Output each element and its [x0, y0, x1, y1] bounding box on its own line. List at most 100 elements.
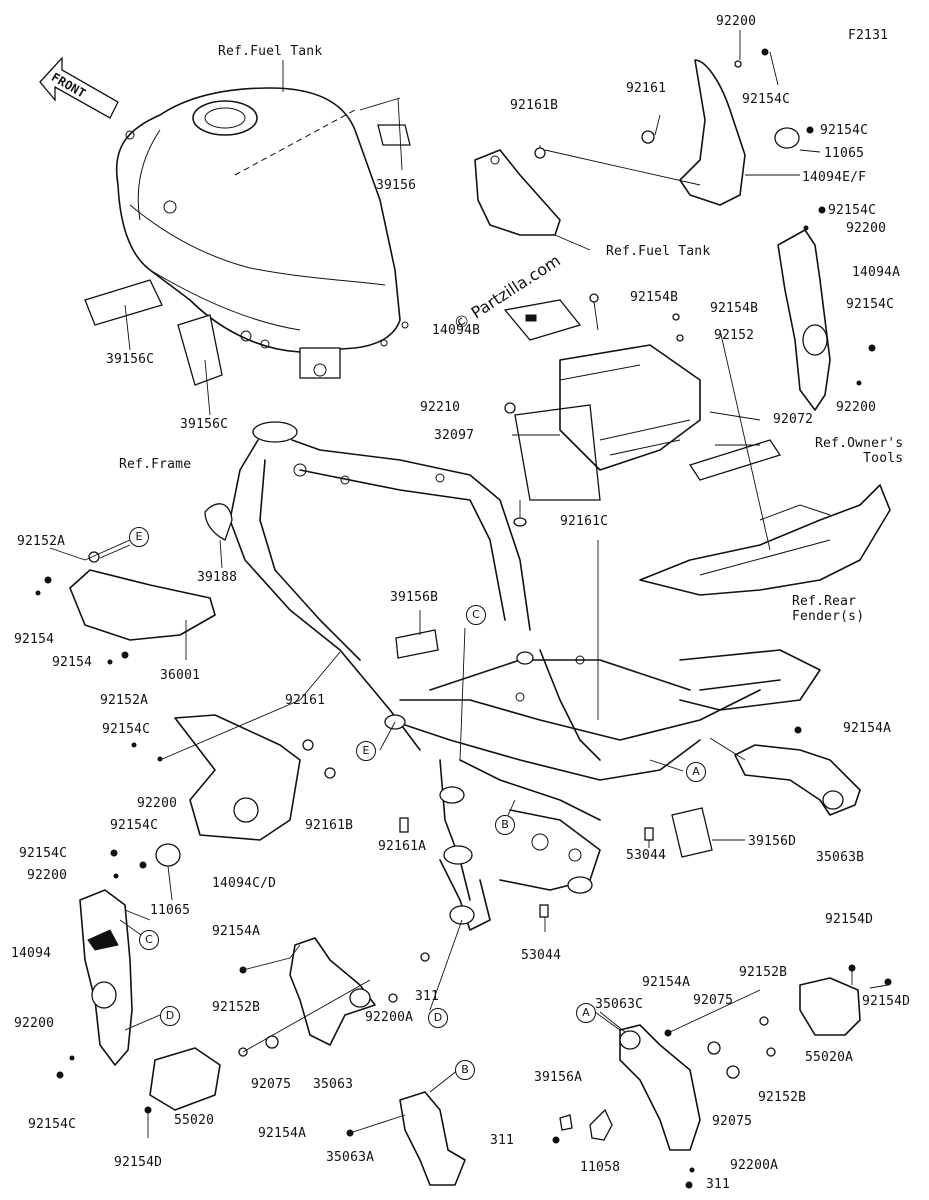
part-92154C[interactable]: 92154C	[846, 297, 895, 312]
part-92161A[interactable]: 92161A	[378, 839, 427, 854]
part-39188[interactable]: 39188	[197, 570, 238, 585]
part-14094EF[interactable]: 14094E/F	[802, 170, 867, 185]
part-92154[interactable]: 92154	[14, 632, 55, 647]
footpeg-bracket-35063	[289, 937, 376, 1046]
part-14094[interactable]: 14094	[11, 946, 52, 961]
part-92161B[interactable]: 92161B	[305, 818, 354, 833]
part-35063B[interactable]: 35063B	[816, 850, 865, 865]
part-53044[interactable]: 53044	[521, 948, 562, 963]
pad-39156C-upper	[84, 279, 163, 326]
cover-14094	[79, 889, 133, 1066]
part-11065[interactable]: 11065	[150, 903, 191, 918]
part-92075[interactable]: 92075	[251, 1077, 292, 1092]
ref-fuel-tank-cover: Ref.Fuel Tank	[606, 244, 711, 259]
part-92075[interactable]: 92075	[712, 1114, 753, 1129]
cover-14094EF	[679, 59, 746, 206]
part-35063A[interactable]: 35063A	[326, 1150, 375, 1165]
bushing-53044-upper	[644, 827, 654, 841]
part-92154A[interactable]: 92154A	[212, 924, 261, 939]
part-39156C[interactable]: 39156C	[180, 417, 229, 432]
part-92154D[interactable]: 92154D	[825, 912, 874, 927]
owners-tools	[688, 439, 782, 481]
part-11058[interactable]: 11058	[580, 1160, 621, 1175]
part-92161[interactable]: 92161	[285, 693, 326, 708]
part-92152B[interactable]: 92152B	[739, 965, 788, 980]
part-311[interactable]: 311	[415, 989, 440, 1004]
part-92154C[interactable]: 92154C	[19, 846, 68, 861]
part-92154A[interactable]: 92154A	[642, 975, 691, 990]
ref-rear-fender: Ref.Rear Fender(s)	[792, 594, 865, 624]
part-311[interactable]: 311	[706, 1177, 731, 1192]
part-92200[interactable]: 92200	[137, 796, 178, 811]
part-92154C[interactable]: 92154C	[102, 722, 151, 737]
part-92152B[interactable]: 92152B	[758, 1090, 807, 1105]
part-92161C[interactable]: 92161C	[560, 514, 609, 529]
part-92200[interactable]: 92200	[846, 221, 887, 236]
part-35063[interactable]: 35063	[313, 1077, 354, 1092]
part-11065[interactable]: 11065	[824, 146, 865, 161]
part-39156D[interactable]: 39156D	[748, 834, 797, 849]
part-39156B[interactable]: 39156B	[390, 590, 439, 605]
part-92154C[interactable]: 92154C	[28, 1117, 77, 1132]
part-14094B[interactable]: 14094B	[432, 323, 481, 338]
figure-id: F2131	[848, 28, 889, 43]
part-36001[interactable]: 36001	[160, 668, 201, 683]
footrest-55020A	[799, 977, 861, 1036]
part-92200A[interactable]: 92200A	[365, 1010, 414, 1025]
part-92152A[interactable]: 92152A	[17, 534, 66, 549]
part-39156A[interactable]: 39156A	[534, 1070, 583, 1085]
part-92154C[interactable]: 92154C	[110, 818, 159, 833]
part-92154D[interactable]: 92154D	[862, 994, 911, 1009]
pad-39156	[377, 124, 411, 146]
pad-39156B	[395, 629, 439, 659]
part-32097[interactable]: 32097	[434, 428, 475, 443]
part-92154C[interactable]: 92154C	[828, 203, 877, 218]
pad-39156D	[671, 807, 713, 858]
part-92154B[interactable]: 92154B	[710, 301, 759, 316]
side-cover-36001	[69, 569, 216, 641]
part-92200A[interactable]: 92200A	[730, 1158, 779, 1173]
part-92154[interactable]: 92154	[52, 655, 93, 670]
part-53044[interactable]: 53044	[626, 848, 667, 863]
ref-fuel-tank-top: Ref.Fuel Tank	[218, 44, 323, 59]
part-92210[interactable]: 92210	[420, 400, 461, 415]
part-14094CD[interactable]: 14094C/D	[212, 876, 277, 891]
callout-C: C	[139, 930, 159, 950]
ref-frame: Ref.Frame	[119, 457, 192, 472]
part-92161[interactable]: 92161	[626, 81, 667, 96]
part-92200[interactable]: 92200	[27, 868, 68, 883]
part-14094A[interactable]: 14094A	[852, 265, 901, 280]
callout-A: A	[576, 1003, 596, 1023]
part-55020[interactable]: 55020	[174, 1113, 215, 1128]
callout-C: C	[466, 605, 486, 625]
part-39156C[interactable]: 39156C	[106, 352, 155, 367]
pad-39156C-lower	[177, 314, 223, 386]
part-92200[interactable]: 92200	[836, 400, 877, 415]
part-92154A[interactable]: 92154A	[843, 721, 892, 736]
part-92154D[interactable]: 92154D	[114, 1155, 163, 1170]
part-55020A[interactable]: 55020A	[805, 1050, 854, 1065]
callout-D: D	[160, 1006, 180, 1026]
part-92200[interactable]: 92200	[14, 1016, 55, 1031]
part-92161B[interactable]: 92161B	[510, 98, 559, 113]
part-35063C[interactable]: 35063C	[595, 997, 644, 1012]
callout-E: E	[129, 527, 149, 547]
part-92152A[interactable]: 92152A	[100, 693, 149, 708]
part-92152B[interactable]: 92152B	[212, 1000, 261, 1015]
battery-case	[503, 299, 701, 501]
part-39156[interactable]: 39156	[376, 178, 417, 193]
part-92072[interactable]: 92072	[773, 412, 814, 427]
cover-14094CD	[174, 714, 301, 841]
part-92154A[interactable]: 92154A	[258, 1126, 307, 1141]
part-92152[interactable]: 92152	[714, 328, 755, 343]
rear-fender	[639, 484, 891, 596]
part-311[interactable]: 311	[490, 1133, 515, 1148]
part-92075[interactable]: 92075	[693, 993, 734, 1008]
part-92154B[interactable]: 92154B	[630, 290, 679, 305]
callout-B: B	[495, 815, 515, 835]
part-92154C[interactable]: 92154C	[820, 123, 869, 138]
pad-39156A	[559, 1114, 573, 1131]
part-92200[interactable]: 92200	[716, 14, 757, 29]
part-92154C[interactable]: 92154C	[742, 92, 791, 107]
